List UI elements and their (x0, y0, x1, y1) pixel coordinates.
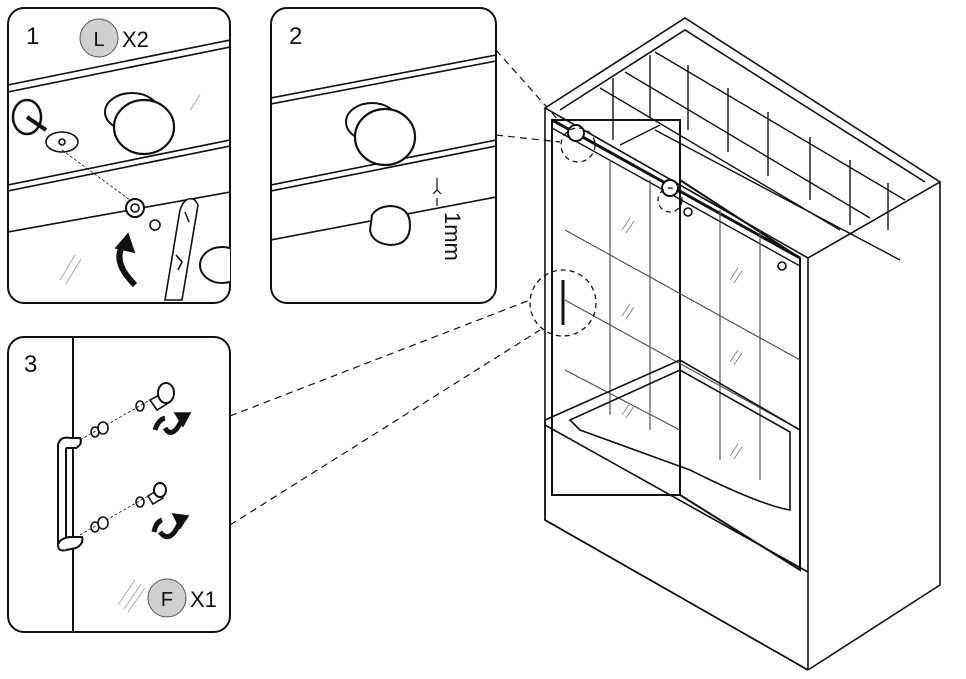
leader-lines (229, 49, 561, 526)
part-L-quantity: X2 (122, 27, 149, 52)
step-1-number: 1 (26, 23, 39, 50)
gap-measurement: 1mm (440, 212, 465, 261)
part-L-letter: L (93, 29, 104, 51)
step-1-panel: 1 L X2 (7, 7, 231, 304)
part-F-badge (147, 578, 187, 618)
step-2-number: 2 (289, 23, 302, 50)
step-3-number: 3 (24, 351, 37, 378)
part-F-letter: F (161, 589, 173, 611)
step-2-panel: 2 1mm (270, 7, 497, 304)
part-F-quantity: X1 (190, 587, 217, 612)
step-3-panel: 3 F X1 (7, 336, 231, 633)
part-L-badge (79, 18, 119, 58)
shower-enclosure (529, 17, 942, 671)
